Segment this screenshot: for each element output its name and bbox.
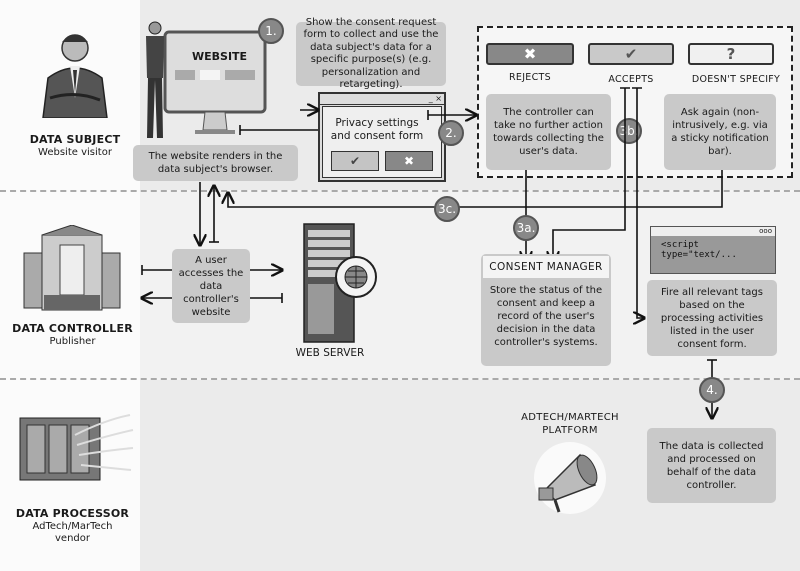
- script-window: ooo <script type="text/...: [650, 226, 776, 274]
- script-code: <script type="text/...: [661, 240, 737, 260]
- band-divider: [0, 190, 800, 192]
- web-server-icon: [303, 223, 377, 343]
- user-access-text: A user accesses the data controller's we…: [172, 249, 250, 323]
- rejects-button[interactable]: ✖: [486, 43, 574, 65]
- step-2-badge: 2.: [438, 120, 464, 146]
- accepts-button[interactable]: ✔: [588, 43, 674, 65]
- step-4-badge: 4.: [699, 377, 725, 403]
- form-body: Privacy settings and consent form ✔ ✖: [322, 106, 442, 178]
- consent-form-window: _ × Privacy settings and consent form ✔ …: [318, 92, 446, 182]
- rejects-label: REJECTS: [509, 72, 551, 83]
- platform-title: ADTECH/MARTECH PLATFORM: [505, 411, 635, 437]
- platform-title-line2: PLATFORM: [542, 425, 598, 436]
- consent-manager-title: CONSENT MANAGER: [483, 256, 609, 278]
- data-collected-text: The data is collected and processed on b…: [647, 428, 776, 503]
- form-reject-button[interactable]: ✖: [385, 151, 433, 171]
- data-controller-title: DATA CONTROLLER: [12, 322, 133, 335]
- data-subject-title: DATA SUBJECT: [29, 133, 121, 146]
- form-accept-button[interactable]: ✔: [331, 151, 379, 171]
- web-server-label: WEB SERVER: [295, 347, 365, 359]
- data-processor-subtitle-2: vendor: [55, 533, 90, 544]
- step-1-badge: 1.: [258, 18, 284, 44]
- rejects-text: The controller can take no further actio…: [486, 94, 611, 170]
- accepts-label: ACCEPTS: [608, 74, 654, 85]
- consent-manager-card: CONSENT MANAGER Store the status of the …: [481, 254, 611, 366]
- window-dots: ooo: [651, 227, 775, 236]
- form-text: Privacy settings and consent form: [330, 117, 424, 142]
- platform-title-line1: ADTECH/MARTECH: [521, 412, 619, 423]
- step-1-text: Show the consent request form to collect…: [296, 17, 446, 90]
- data-subject-subtitle: Website visitor: [38, 147, 112, 158]
- data-controller-subtitle: Publisher: [49, 336, 96, 347]
- consent-manager-text: Store the status of the consent and keep…: [489, 285, 603, 348]
- doesnt-specify-label: DOESN'T SPECIFY: [691, 74, 781, 85]
- fire-tags-text: Fire all relevant tags based on the proc…: [647, 280, 777, 356]
- doesnt-specify-button[interactable]: ?: [688, 43, 774, 65]
- website-label: WEBSITE: [192, 50, 248, 63]
- megaphone-icon: [534, 442, 606, 514]
- doesnt-specify-text: Ask again (non-intrusively, e.g. via a s…: [664, 94, 776, 170]
- step-3a-badge: 3a.: [513, 215, 539, 241]
- step-3c-badge: 3c.: [434, 196, 460, 222]
- data-processor-subtitle-1: AdTech/MarTech: [32, 521, 113, 532]
- website-caption: The website renders in the data subject'…: [133, 145, 298, 181]
- businessman-icon: [42, 34, 108, 118]
- network-rack-icon: [19, 414, 134, 481]
- office-building-icon: [23, 225, 121, 311]
- data-processor-title: DATA PROCESSOR: [15, 507, 130, 520]
- website-monitor-illustration: [146, 21, 267, 138]
- band-divider: [0, 378, 800, 380]
- window-titlebar: _ ×: [320, 94, 444, 105]
